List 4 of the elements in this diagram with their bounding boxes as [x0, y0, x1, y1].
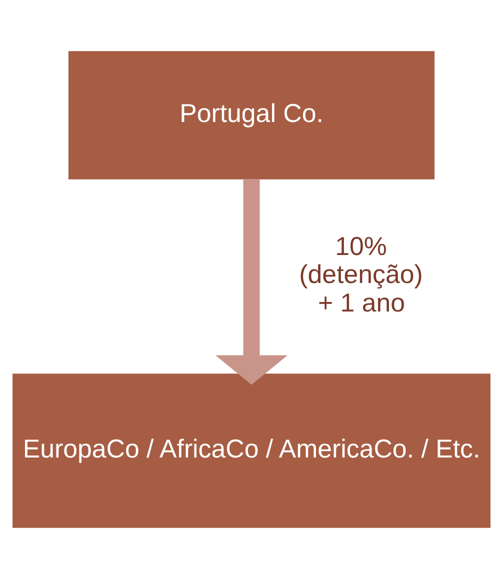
node-box: Portugal Co.	[68, 51, 435, 180]
edge-label: 10% (detenção) + 1 ano	[299, 232, 423, 318]
arrow	[215, 179, 288, 385]
node-box: EuropaCo / AfricaCo / AmericaCo. / Etc.	[12, 374, 490, 528]
